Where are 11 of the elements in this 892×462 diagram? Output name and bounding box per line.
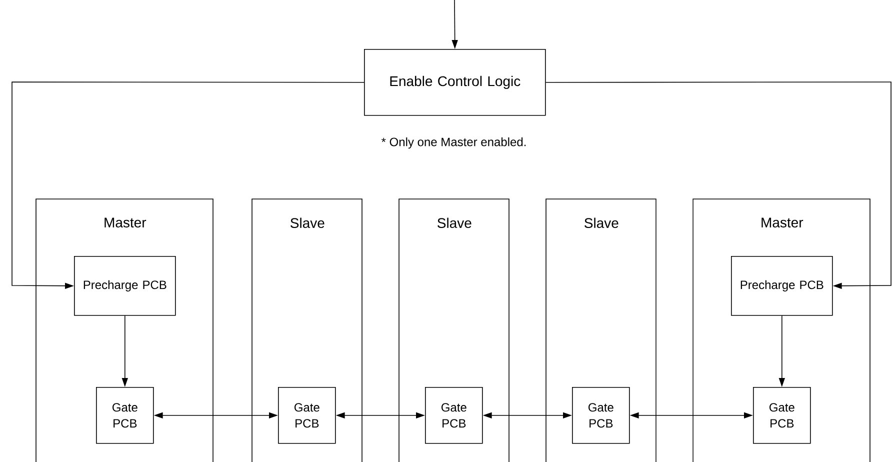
pcb-box: Gate PCB bbox=[425, 387, 483, 444]
arrow bbox=[12, 82, 364, 289]
pcb-box: Gate PCB bbox=[278, 387, 336, 444]
pcb-box: Precharge PCB bbox=[74, 256, 176, 316]
note: * Only one Master enabled. bbox=[381, 137, 526, 149]
arrow bbox=[545, 82, 892, 289]
pcb-box: Gate PCB bbox=[753, 387, 811, 444]
pcb-box: Precharge PCB bbox=[731, 256, 833, 316]
pcb-box: Gate PCB bbox=[572, 387, 630, 444]
pcb-box: Gate PCB bbox=[96, 387, 154, 444]
logic-box: Enable Control Logic bbox=[364, 49, 546, 116]
